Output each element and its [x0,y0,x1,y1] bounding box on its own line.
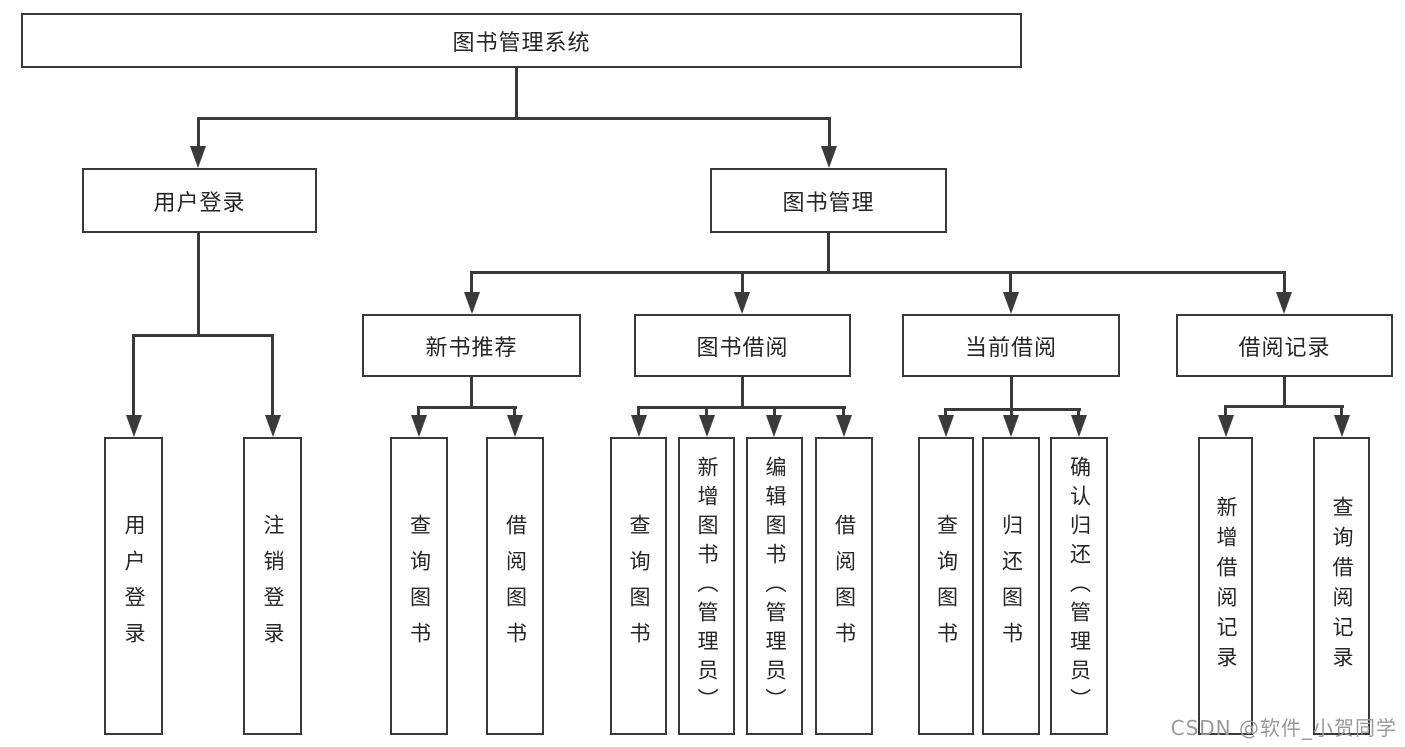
node-label: 图书借阅 [696,335,789,361]
node-label: 当前借阅 [964,335,1057,361]
connector-drop-borrow-records [1283,271,1286,295]
leaf-label: 借阅图书 [503,514,528,658]
arrow-down-leaf-login [126,415,142,437]
node-label: 借阅记录 [1238,335,1331,361]
connector-current-stem [1010,377,1013,410]
leaf-label: 借阅图书 [832,514,857,658]
leaf-label: 新增图书（管理员） [695,455,719,717]
leaf-label: 用户登录 [122,514,146,658]
arrow-down-leaf-logout [265,415,281,437]
arrow-down-current-borrowing [1003,292,1019,314]
connector-borrowing-bar [637,406,846,409]
connector-drop-book-management [828,117,831,148]
leaf-return-books: 归还图书 [982,437,1040,735]
connector-drop-add-books [705,406,708,418]
connector-drop-leaf-logout [271,334,274,418]
connector-drop-query2 [637,406,640,418]
connector-drop-query1 [417,406,420,418]
leaf-add-books-admin: 新增图书（管理员） [678,437,735,735]
connector-borrowing-stem [741,377,744,408]
arrow-down-query2 [631,415,647,437]
leaf-label: 查询图书 [934,514,959,658]
leaf-label: 归还图书 [999,514,1024,658]
connector-userlogin-stem [197,233,200,336]
node-book-borrowing: 图书借阅 [634,314,851,377]
arrow-down-return-books [1003,415,1019,437]
arrow-down-borrow2 [836,415,852,437]
connector-drop-leaf-login [132,334,135,418]
arrow-down-new-book [464,292,480,314]
arrow-down-borrow-records [1276,292,1292,314]
leaf-query-borrow-record: 查询借阅记录 [1313,437,1370,735]
connector-drop-borrow1 [513,406,516,418]
leaf-user-login: 用户登录 [104,437,163,735]
node-new-book-recommendation: 新书推荐 [362,314,581,377]
leaf-label: 新增借阅记录 [1214,496,1238,676]
leaf-label: 查询图书 [407,514,432,658]
node-user-login: 用户登录 [82,168,317,233]
node-label: 用户登录 [153,190,246,216]
connector-drop-new-book [470,271,473,295]
leaf-query-books-recommend: 查询图书 [390,437,448,735]
arrow-down-confirm-return [1071,415,1087,437]
leaf-query-books-current: 查询图书 [918,437,974,735]
node-label: 新书推荐 [425,335,518,361]
arrow-down-borrow1 [507,415,523,437]
connector-bookmgmt-stem [827,233,830,273]
arrow-down-query1 [411,415,427,437]
arrow-down-book-borrowing [734,292,750,314]
connector-drop-query-record [1340,405,1343,418]
arrow-down-user-login [190,146,206,168]
connector-userlogin-bar [132,334,274,337]
arrow-down-edit-books [766,415,782,437]
node-library-management-system: 图书管理系统 [21,13,1022,68]
leaf-confirm-return-admin: 确认归还（管理员） [1050,437,1108,735]
connector-newbook-stem [470,377,473,408]
leaf-edit-books-admin: 编辑图书（管理员） [746,437,803,735]
connector-drop-add-record [1224,405,1227,418]
csdn-watermark: CSDN @软件_小贺同学 [1170,716,1397,740]
arrow-down-query3 [938,415,954,437]
connector-records-stem [1283,377,1286,407]
leaf-logout: 注销登录 [243,437,302,735]
arrow-down-add-record [1218,415,1234,437]
leaf-label: 注销登录 [261,514,285,658]
connector-bookmgmt-bar [470,271,1286,274]
connector-drop-book-borrowing [741,271,744,295]
arrow-down-query-record [1334,415,1350,437]
node-label: 图书管理 [782,190,875,216]
leaf-label: 编辑图书（管理员） [763,455,787,717]
connector-newbook-bar [417,406,517,409]
node-borrowing-records: 借阅记录 [1176,314,1393,377]
connector-drop-edit-books [773,406,776,418]
connector-drop-query3 [944,408,947,418]
connector-records-bar [1224,405,1344,408]
connector-drop-user-login [197,117,200,148]
connector-root-bar [197,117,831,120]
arrow-down-book-management [821,146,837,168]
connector-root-stem [515,68,518,118]
node-label: 图书管理系统 [452,30,591,56]
connector-drop-borrow2 [842,406,845,418]
connector-drop-current-borrowing [1009,271,1012,295]
leaf-query-books-borrowing: 查询图书 [610,437,667,735]
connector-drop-return-books [1010,408,1013,418]
leaf-borrow-books-borrowing: 借阅图书 [815,437,873,735]
leaf-label: 查询图书 [627,514,651,658]
node-current-borrowing: 当前借阅 [902,314,1120,377]
arrow-down-add-books [699,415,715,437]
leaf-borrow-books-recommend: 借阅图书 [486,437,544,735]
leaf-add-borrow-record: 新增借阅记录 [1198,437,1253,735]
leaf-label: 确认归还（管理员） [1067,455,1092,717]
connector-drop-confirm-return [1077,408,1080,418]
leaf-label: 查询借阅记录 [1330,496,1354,676]
node-book-management: 图书管理 [710,168,947,233]
